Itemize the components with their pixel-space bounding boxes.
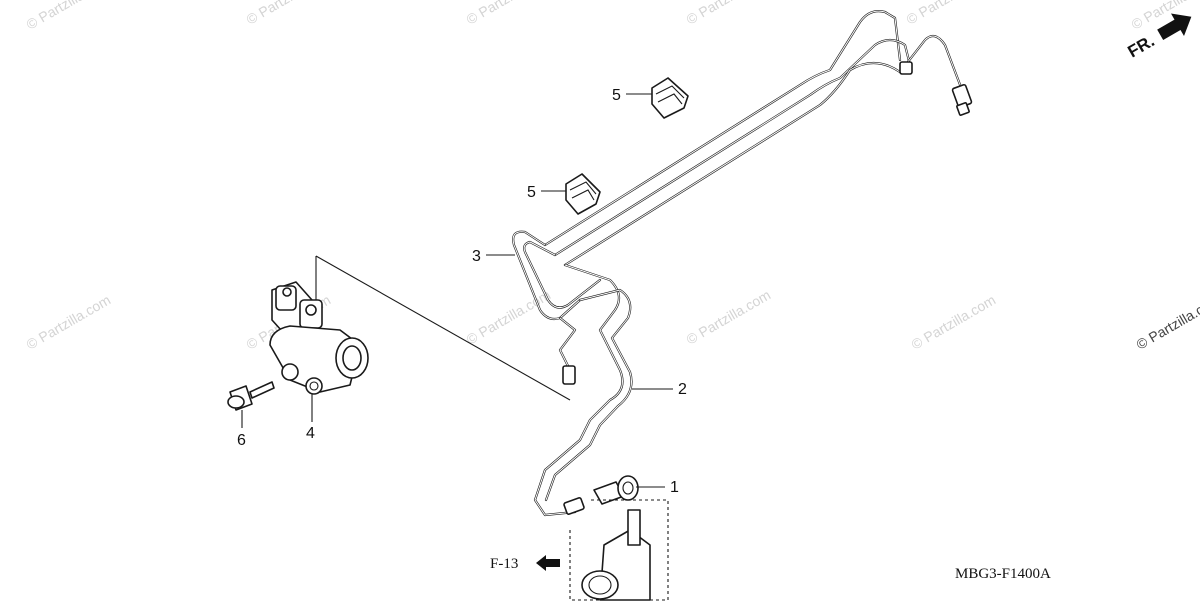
- callout-2: 2: [678, 381, 687, 398]
- watermark: © Partzilla.com: [684, 287, 774, 348]
- brake-pipe-3: [512, 230, 602, 385]
- watermark: © Partzilla.com: [24, 292, 114, 353]
- master-cylinder-reference: [569, 499, 669, 601]
- pipe-fitting: [593, 475, 639, 505]
- three-way-joint: [269, 281, 369, 395]
- watermark-layer: © Partzilla.com © Partzilla.com © Partzi…: [24, 0, 1200, 353]
- arrow-left-icon: [536, 555, 560, 571]
- callout-1: 1: [670, 479, 679, 496]
- watermark: © Partzilla.com: [684, 0, 774, 28]
- pipe-clamp: [651, 77, 689, 119]
- watermark: © Partzilla.com: [464, 0, 554, 28]
- watermark: © Partzilla.com: [24, 0, 114, 33]
- brake-pipe-2: [533, 263, 633, 517]
- callout-labels: 1 2 3 4 5 5 6: [237, 87, 687, 496]
- callout-6: 6: [237, 432, 246, 449]
- watermark: © Partzilla.com: [904, 0, 994, 28]
- pipe-end-fitting: [951, 83, 973, 116]
- pipe-joint: [899, 61, 913, 75]
- page-reference-label[interactable]: F-13: [490, 556, 518, 572]
- pipe-clamp: [565, 173, 601, 215]
- callout-5-upper: 5: [612, 87, 621, 104]
- watermark: © Partzilla.com: [909, 292, 999, 353]
- callout-4: 4: [306, 425, 315, 442]
- watermark-dark: © Partzilla.com: [1134, 292, 1200, 353]
- watermark: © Partzilla.com: [464, 287, 554, 348]
- front-label: FR.: [1125, 31, 1158, 61]
- watermark: © Partzilla.com: [244, 0, 334, 28]
- front-arrow-icon: [1157, 13, 1192, 40]
- callout-5-lower: 5: [527, 184, 536, 201]
- diagram-code: MBG3-F1400A: [955, 566, 1051, 582]
- brake-pipe: [543, 10, 902, 247]
- brake-pipe-bundle: [543, 10, 964, 267]
- page-reference[interactable]: F-13: [490, 555, 560, 572]
- callout-3: 3: [472, 248, 481, 265]
- assembly-guide-line: [315, 255, 571, 401]
- brake-pipe: [553, 38, 912, 257]
- flange-bolt: [227, 381, 275, 411]
